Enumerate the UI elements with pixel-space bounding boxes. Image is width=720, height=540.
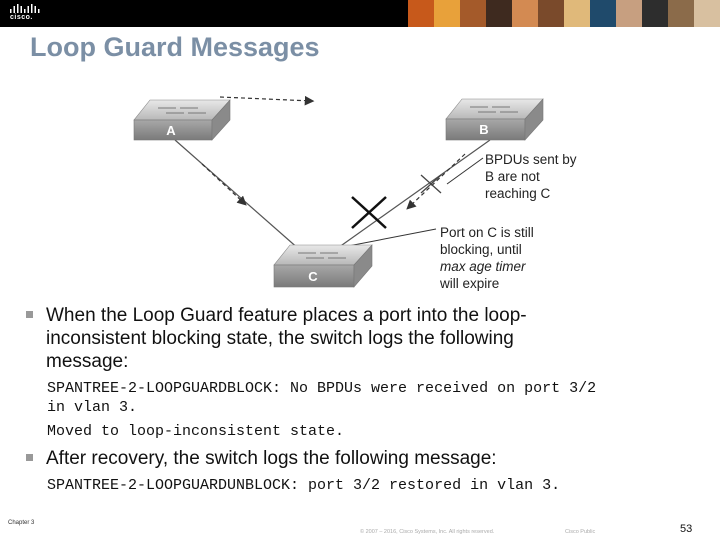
switch-b-label: B	[479, 122, 488, 137]
link-b-c	[334, 139, 491, 251]
header-photo	[512, 0, 538, 27]
callout-port-line: Port on C is still	[440, 225, 534, 240]
switch-c: C	[273, 244, 373, 288]
header-photo-strip	[408, 0, 720, 27]
bullet-loopguard-block: When the Loop Guard feature places a por…	[26, 304, 527, 373]
callout-port-line: blocking, until	[440, 242, 522, 257]
switch-a-label: A	[166, 123, 176, 138]
lost-bpdu-cross-icon	[420, 174, 442, 194]
page-number: 53	[680, 523, 693, 535]
header-photo	[408, 0, 434, 27]
message-block-line1: SPANTREE-2-LOOPGUARDBLOCK: No BPDUs were…	[47, 380, 597, 397]
header-bar: cisco.	[0, 0, 720, 27]
callout-bpdu-line: reaching C	[485, 186, 551, 201]
header-photo	[616, 0, 642, 27]
header-photo	[486, 0, 512, 27]
callout-port-line: max age timer	[440, 259, 526, 274]
callout-bpdu-text: BPDUs sent by B are not reaching C	[485, 151, 577, 202]
blocked-cross-icon	[351, 196, 387, 229]
bullet-loopguard-unblock: After recovery, the switch logs the foll…	[26, 447, 497, 470]
loop-guard-diagram: A B C	[133, 95, 544, 288]
message-block-line2: in vlan 3.	[47, 399, 138, 416]
header-photo	[460, 0, 486, 27]
callout-bpdu-line: BPDUs sent by	[485, 152, 577, 167]
callout-port-text: Port on C is still blocking, until max a…	[440, 224, 534, 292]
header-photo	[668, 0, 694, 27]
switch-b: B	[445, 98, 544, 141]
bullet-square-icon	[26, 311, 33, 318]
bullet-line: message:	[46, 351, 129, 372]
cisco-logo-icon	[10, 4, 40, 13]
bpdu-arrow-a-to-c	[201, 163, 247, 206]
header-photo	[564, 0, 590, 27]
logo-text: cisco.	[10, 14, 33, 21]
bullet-line: inconsistent blocking state, the switch …	[46, 328, 514, 349]
header-photo	[590, 0, 616, 27]
callout-pointer-bpdu	[446, 157, 484, 185]
bullet-line: When the Loop Guard feature places a por…	[46, 305, 527, 326]
message-unblock: SPANTREE-2-LOOPGUARDUNBLOCK: port 3/2 re…	[47, 477, 561, 494]
slide-title: Loop Guard Messages	[30, 32, 320, 62]
header-photo	[642, 0, 668, 27]
bpdu-arrow-b-to-c	[406, 153, 466, 210]
bullet-square-icon	[26, 454, 33, 461]
bpdu-arrow-a-to-b	[219, 95, 315, 106]
header-photo	[694, 0, 720, 27]
callout-bpdu-line: B are not	[485, 169, 540, 184]
link-a-c	[174, 139, 301, 251]
classification-text: Cisco Public	[565, 529, 596, 535]
callout-port-line: will expire	[440, 276, 500, 291]
copyright-text: © 2007 – 2016, Cisco Systems, Inc. All r…	[360, 529, 495, 535]
header-photo	[538, 0, 564, 27]
switch-a: A	[133, 99, 231, 141]
bullet-line: After recovery, the switch logs the foll…	[46, 448, 497, 469]
switch-c-label: C	[308, 269, 318, 284]
message-block-line3: Moved to loop-inconsistent state.	[47, 423, 345, 440]
header-photo	[434, 0, 460, 27]
chapter-label: Chapter 3	[8, 520, 35, 526]
